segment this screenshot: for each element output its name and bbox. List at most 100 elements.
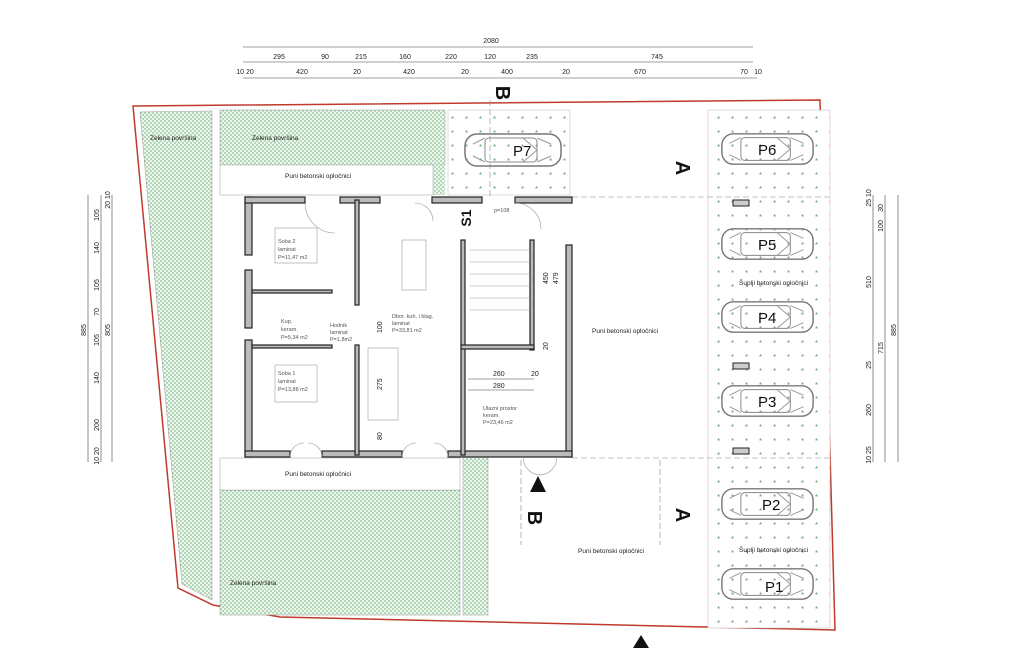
zone-hollow-paving-label: Šuplji betonski opločnici — [739, 278, 808, 287]
top-dimensions: 2080 295 90 215 160 220 120 235 745 10 2… — [236, 38, 762, 79]
parking-spaces: P7 P6 P5 P4 P3 P2 P1 — [464, 133, 814, 600]
room-soba-2: Soba 2 laminat P=11,47 m2 — [278, 239, 307, 261]
svg-text:10 20: 10 20 — [236, 69, 254, 76]
svg-text:20: 20 — [531, 371, 539, 378]
svg-text:70: 70 — [740, 69, 748, 76]
svg-text:105: 105 — [94, 279, 101, 291]
room-hodnik: Hodnik laminat P=1,8m2 — [330, 323, 352, 343]
svg-text:745: 745 — [651, 54, 663, 61]
parking-space-p6: P6 — [721, 133, 814, 165]
svg-text:2080: 2080 — [483, 38, 499, 45]
room-kupaonica: Kup. keram. P=5,34 m2 — [281, 319, 308, 341]
svg-text:670: 670 — [634, 69, 646, 76]
section-b-label: B — [523, 511, 545, 525]
svg-text:laminat: laminat — [278, 379, 296, 385]
svg-text:P=5,34 m2: P=5,34 m2 — [281, 335, 308, 341]
svg-text:140: 140 — [94, 372, 101, 384]
zone-green-label: Zelena površina — [150, 135, 197, 142]
svg-text:P2: P2 — [762, 497, 780, 514]
svg-text:220: 220 — [445, 54, 457, 61]
svg-text:keram.: keram. — [483, 413, 500, 419]
svg-text:20: 20 — [543, 342, 550, 350]
svg-text:400: 400 — [501, 69, 513, 76]
svg-text:25: 25 — [866, 361, 873, 369]
svg-text:70: 70 — [94, 308, 101, 316]
svg-text:p=108: p=108 — [494, 208, 509, 214]
svg-text:P=33,81 m2: P=33,81 m2 — [392, 328, 422, 334]
svg-text:Kup.: Kup. — [281, 319, 293, 325]
svg-text:90: 90 — [321, 54, 329, 61]
right-dimensions: 25 10 510 25 260 10 25 30 100 715 885 — [866, 189, 899, 464]
svg-text:P1: P1 — [765, 579, 783, 596]
svg-text:P=1,8m2: P=1,8m2 — [330, 337, 352, 343]
svg-text:20: 20 — [461, 69, 469, 76]
stair-label: S1 — [458, 209, 474, 226]
svg-text:105: 105 — [94, 334, 101, 346]
zone-paving-label: Puni betonski opločnici — [578, 548, 644, 555]
parking-space-p1: P1 — [721, 568, 814, 600]
svg-text:100: 100 — [377, 321, 384, 333]
zone-paving-label: Puni betonski opločnici — [285, 471, 351, 478]
svg-text:120: 120 — [484, 54, 496, 61]
svg-text:80: 80 — [377, 432, 384, 440]
section-a-label: A — [671, 508, 693, 522]
svg-text:280: 280 — [493, 383, 505, 390]
svg-text:P5: P5 — [758, 237, 776, 254]
parking-space-p7: P7 — [464, 133, 562, 167]
svg-text:100: 100 — [878, 220, 885, 232]
section-lines — [489, 100, 830, 545]
svg-text:885: 885 — [891, 324, 898, 336]
room-ulazni-prostor: Ulazni prostor keram. P=23,46 m2 — [483, 406, 517, 426]
svg-text:laminat: laminat — [330, 330, 348, 336]
parking-space-p2: P2 — [721, 488, 814, 520]
svg-text:20: 20 — [353, 69, 361, 76]
svg-text:laminat: laminat — [392, 321, 410, 327]
svg-text:450: 450 — [543, 272, 550, 284]
svg-text:510: 510 — [866, 276, 873, 288]
zone-paving-label: Puni betonski opločnici — [285, 173, 351, 180]
svg-text:Hodnik: Hodnik — [330, 323, 347, 329]
svg-text:275: 275 — [377, 378, 384, 390]
svg-text:25 10: 25 10 — [866, 189, 873, 207]
svg-text:P7: P7 — [513, 143, 531, 160]
svg-text:P3: P3 — [758, 394, 776, 411]
svg-text:420: 420 — [403, 69, 415, 76]
svg-text:20: 20 — [562, 69, 570, 76]
section-arrow-icon — [633, 635, 649, 648]
svg-text:P=23,46 m2: P=23,46 m2 — [483, 420, 513, 426]
svg-text:Soba 1: Soba 1 — [278, 371, 295, 377]
svg-text:479: 479 — [553, 272, 560, 284]
zone-hollow-paving-label: Šuplji betonski opločnici — [739, 545, 808, 554]
zone-green-label: Zelena površina — [252, 135, 299, 142]
inner-dimensions: 100 275 80 260 20 280 450 479 20 p=108 — [377, 208, 560, 440]
svg-text:420: 420 — [296, 69, 308, 76]
svg-text:Ulazni prostor: Ulazni prostor — [483, 406, 517, 412]
svg-text:235: 235 — [526, 54, 538, 61]
parking-space-p5: P5 — [721, 228, 814, 260]
section-arrow-icon — [530, 476, 546, 492]
left-dimensions: 885 805 20 10 105 140 105 70 105 140 200… — [81, 191, 113, 465]
svg-text:P=13,88 m2: P=13,88 m2 — [278, 387, 308, 393]
svg-text:885: 885 — [81, 324, 88, 336]
svg-text:200: 200 — [94, 419, 101, 431]
svg-text:295: 295 — [273, 54, 285, 61]
svg-text:keram.: keram. — [281, 327, 298, 333]
svg-text:30: 30 — [878, 204, 885, 212]
room-dnevni-boravak: Dbor. kuh. i blag. laminat P=33,81 m2 — [392, 314, 434, 334]
svg-text:105: 105 — [94, 209, 101, 221]
svg-text:10 25: 10 25 — [866, 446, 873, 464]
svg-text:Soba 2: Soba 2 — [278, 239, 295, 245]
svg-text:260: 260 — [493, 371, 505, 378]
room-soba-1: Soba 1 laminat P=13,88 m2 — [278, 371, 308, 393]
svg-text:715: 715 — [878, 342, 885, 354]
svg-text:10: 10 — [754, 69, 762, 76]
svg-text:Dbor. kuh. i blag.: Dbor. kuh. i blag. — [392, 314, 434, 320]
svg-text:P=11,47 m2: P=11,47 m2 — [278, 255, 307, 261]
svg-text:10 20: 10 20 — [94, 447, 101, 465]
svg-text:P6: P6 — [758, 142, 776, 159]
zone-green-label: Zelena površina — [230, 580, 277, 587]
svg-text:260: 260 — [866, 404, 873, 416]
zone-paving-label: Puni betonski opločnici — [592, 328, 658, 335]
svg-text:140: 140 — [94, 242, 101, 254]
